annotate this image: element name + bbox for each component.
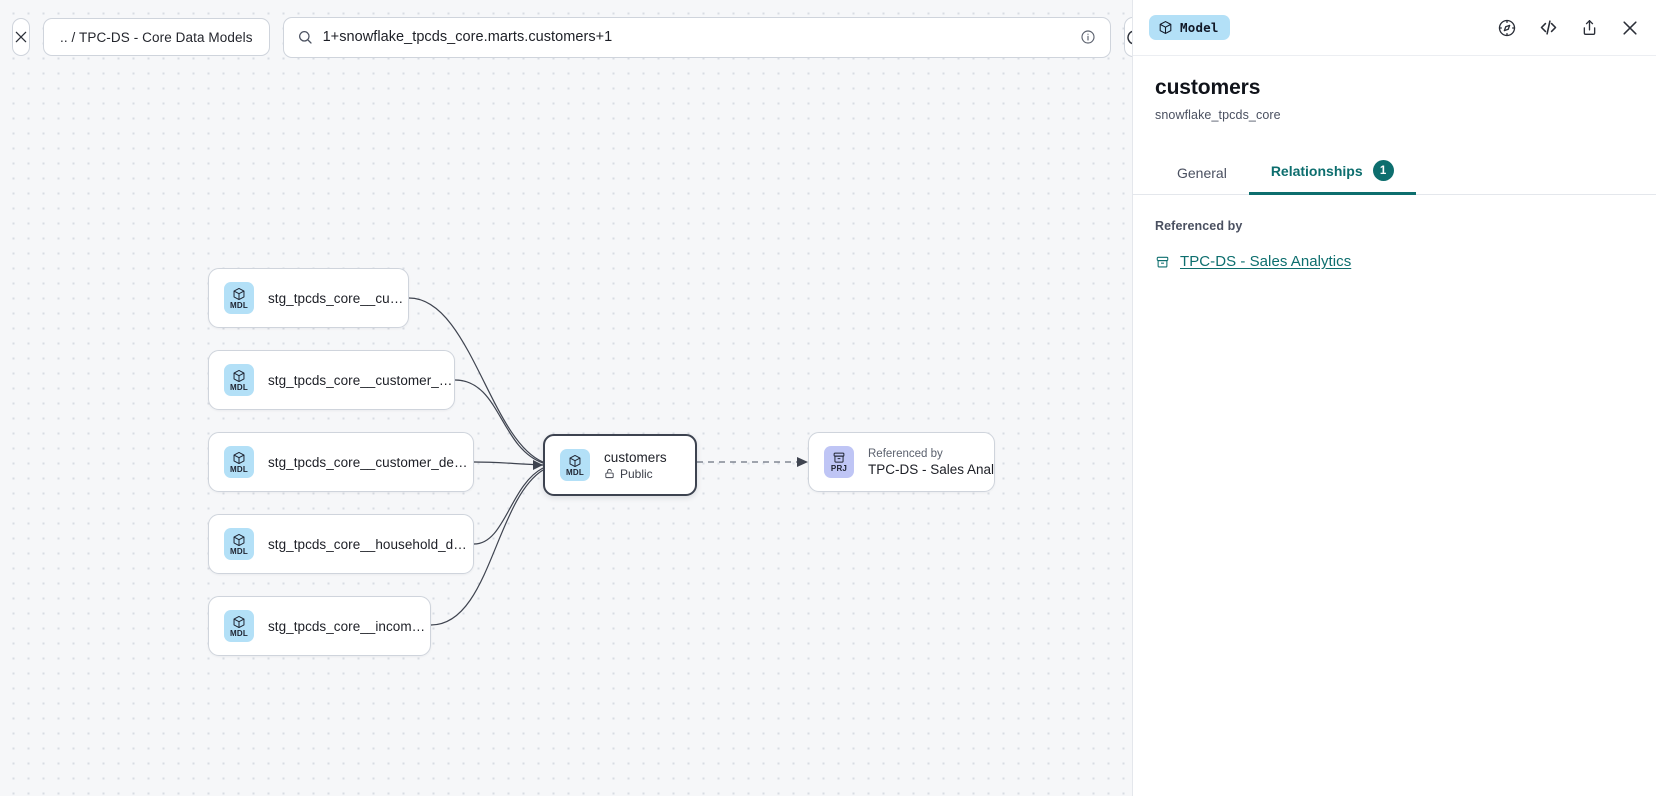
cube-icon — [568, 454, 582, 468]
node-body: Referenced by TPC-DS - Sales Analytics — [868, 447, 994, 478]
cube-icon — [232, 615, 246, 629]
graph-node-selected[interactable]: MDL customers Public — [543, 434, 697, 496]
tab-relationships[interactable]: Relationships 1 — [1249, 150, 1416, 195]
tab-count-badge: 1 — [1373, 160, 1394, 181]
refresh-button[interactable] — [1124, 17, 1132, 57]
badge-label: MDL — [566, 468, 584, 477]
node-label: customers — [604, 450, 667, 465]
model-badge: MDL — [224, 364, 254, 396]
search-icon — [297, 29, 313, 45]
cube-icon — [232, 287, 246, 301]
tab-label: Relationships — [1271, 163, 1363, 179]
badge-label: MDL — [230, 629, 248, 638]
project-box-icon — [832, 451, 846, 464]
explore-icon[interactable] — [1497, 18, 1517, 38]
graph-node-upstream[interactable]: MDL stg_tpcds_core__household_demogr… — [208, 514, 474, 574]
model-badge: MDL — [224, 528, 254, 560]
badge-label: MDL — [230, 547, 248, 556]
badge-label: MDL — [230, 301, 248, 310]
node-access-label: Public — [620, 467, 653, 481]
node-body: stg_tpcds_core__customer_demogra… — [268, 455, 473, 470]
model-badge: MDL — [224, 282, 254, 314]
graph-node-upstream[interactable]: MDL stg_tpcds_core__income_band — [208, 596, 431, 656]
reference-link[interactable]: TPC-DS - Sales Analytics — [1180, 253, 1351, 270]
entity-type-label: Model — [1180, 20, 1219, 35]
project-box-icon — [1155, 255, 1170, 269]
panel-actions — [1497, 17, 1640, 38]
close-lineage-button[interactable] — [12, 18, 30, 56]
node-body: stg_tpcds_core__customer_address — [268, 373, 454, 388]
close-icon — [13, 29, 29, 45]
node-label: stg_tpcds_core__customer_address — [268, 373, 454, 388]
lineage-edges — [0, 0, 1132, 796]
code-icon[interactable] — [1538, 17, 1559, 38]
cube-icon — [232, 369, 246, 383]
graph-node-upstream[interactable]: MDL stg_tpcds_core__customer_address — [208, 350, 455, 410]
node-body: customers Public — [604, 450, 667, 481]
node-body: stg_tpcds_core__customer — [268, 291, 408, 306]
node-label: stg_tpcds_core__income_band — [268, 619, 430, 634]
model-badge: MDL — [224, 610, 254, 642]
cube-icon — [1158, 20, 1173, 35]
page-title: customers — [1155, 76, 1634, 100]
node-body: stg_tpcds_core__household_demogr… — [268, 537, 473, 552]
graph-node-upstream[interactable]: MDL stg_tpcds_core__customer_demogra… — [208, 432, 474, 492]
node-label: stg_tpcds_core__customer — [268, 291, 408, 306]
badge-label: MDL — [230, 465, 248, 474]
tab-general[interactable]: General — [1155, 155, 1249, 195]
model-badge: MDL — [224, 446, 254, 478]
refresh-icon — [1125, 28, 1132, 47]
node-label: TPC-DS - Sales Analytics — [868, 461, 994, 478]
graph-node-upstream[interactable]: MDL stg_tpcds_core__customer — [208, 268, 409, 328]
section-label: Referenced by — [1155, 219, 1634, 233]
lock-icon — [604, 468, 615, 479]
badge-label: MDL — [230, 383, 248, 392]
share-icon[interactable] — [1580, 18, 1599, 37]
node-label: stg_tpcds_core__household_demogr… — [268, 537, 473, 552]
close-panel-icon[interactable] — [1620, 18, 1640, 38]
panel-header: Model — [1133, 0, 1656, 56]
tab-label: General — [1177, 165, 1227, 181]
breadcrumb[interactable]: .. / TPC-DS - Core Data Models — [43, 18, 270, 56]
cube-icon — [232, 533, 246, 547]
model-badge: MDL — [560, 449, 590, 481]
lineage-toolbar: .. / TPC-DS - Core Data Models — [0, 0, 1132, 74]
page-subtitle: snowflake_tpcds_core — [1155, 108, 1634, 122]
info-circle-icon[interactable] — [1080, 29, 1096, 45]
relationships-tab-body: Referenced by TPC-DS - Sales Analytics — [1133, 195, 1656, 270]
node-body: stg_tpcds_core__income_band — [268, 619, 430, 634]
list-item[interactable]: TPC-DS - Sales Analytics — [1155, 253, 1634, 270]
detail-panel: Model — [1132, 0, 1656, 796]
breadcrumb-label: .. / TPC-DS - Core Data Models — [60, 30, 253, 45]
panel-title-block: customers snowflake_tpcds_core — [1133, 56, 1656, 122]
entity-type-badge[interactable]: Model — [1149, 15, 1230, 40]
project-badge: PRJ — [824, 446, 854, 478]
badge-label: PRJ — [831, 464, 847, 473]
panel-tabs: General Relationships 1 — [1133, 150, 1656, 195]
search-input[interactable] — [323, 29, 1070, 45]
node-kicker: Referenced by — [868, 447, 994, 461]
node-access: Public — [604, 467, 667, 481]
graph-node-downstream[interactable]: PRJ Referenced by TPC-DS - Sales Analyti… — [808, 432, 995, 492]
node-label: stg_tpcds_core__customer_demogra… — [268, 455, 473, 470]
cube-icon — [232, 451, 246, 465]
lineage-canvas[interactable]: MDL stg_tpcds_core__customer MDL stg_tpc… — [0, 0, 1132, 796]
search-bar[interactable] — [283, 17, 1111, 58]
